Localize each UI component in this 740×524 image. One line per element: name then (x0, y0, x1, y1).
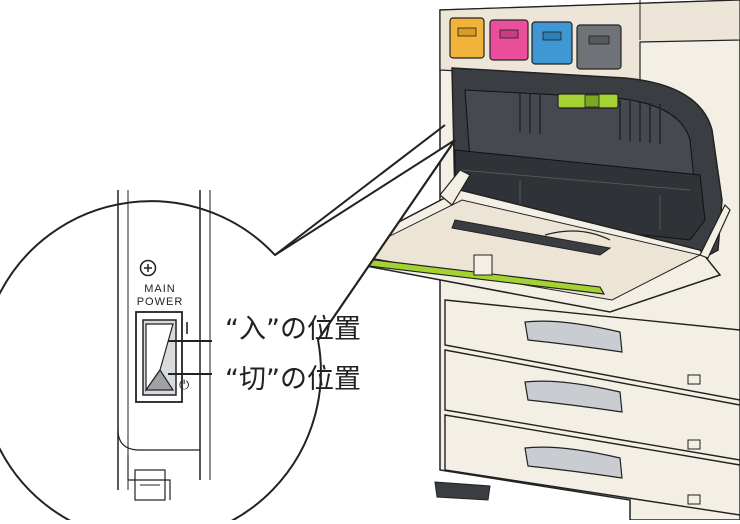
yellow-toner[interactable] (449, 17, 485, 59)
black-toner[interactable] (576, 24, 622, 70)
magenta-toner[interactable] (489, 19, 529, 61)
main-label: MAIN (144, 283, 176, 295)
callout-outline (0, 139, 456, 524)
callout-bubble (0, 124, 456, 524)
zoomed-switch-area (117, 190, 212, 501)
paper-drawers (444, 299, 740, 516)
on-position-label: “入”の位置 (225, 314, 361, 345)
printer (344, 0, 740, 521)
off-position-label: “切”の位置 (225, 364, 361, 395)
drawer-1[interactable] (444, 299, 740, 401)
screw-icon (139, 259, 157, 277)
cyan-toner[interactable] (531, 21, 573, 65)
power-label: POWER (136, 296, 184, 308)
power-icon: ⏻ (179, 378, 190, 393)
caster-foot (434, 481, 491, 501)
